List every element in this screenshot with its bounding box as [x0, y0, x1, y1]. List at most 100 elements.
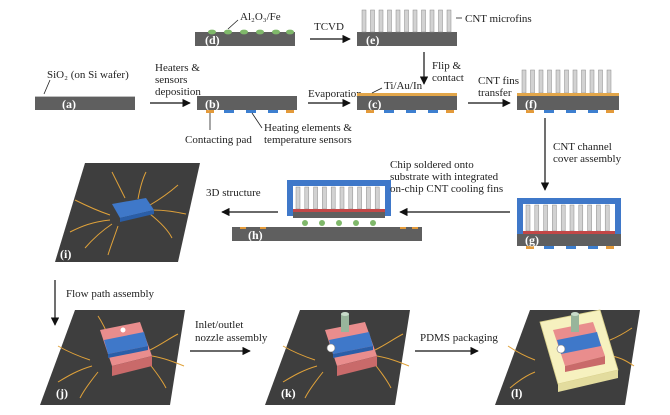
wafer-d — [195, 32, 295, 46]
cnt-microfins-label: CNT microfins — [465, 13, 532, 25]
cnt-fin — [387, 9, 392, 33]
cnt-fin — [330, 186, 336, 210]
panel-k: (k) — [265, 310, 410, 405]
panel-d: (d) Al₂O₃/Fe — [195, 11, 295, 47]
cnt-fin — [578, 204, 584, 232]
cnt-fin — [538, 69, 544, 94]
flow-path-label: Flow path assembly — [66, 288, 154, 300]
cnt-fin — [374, 186, 380, 210]
panel-a: (a) SiO₂ (on Si wafer) — [35, 69, 135, 111]
cnt-fin — [357, 186, 362, 210]
cnt-fins-e — [361, 9, 452, 33]
solder-label-1: Chip soldered onto — [390, 159, 474, 171]
panel-l: (l) — [495, 309, 640, 405]
fins-transfer-label-1: CNT fins — [478, 75, 519, 87]
panel-e: (e) CNT microfins — [357, 9, 532, 47]
panel-label-a: (a) — [62, 97, 76, 111]
wafer-f — [517, 96, 619, 110]
evaporation-label: Evaporation — [308, 88, 362, 100]
panel-label-e: (e) — [366, 33, 379, 47]
cnt-fin — [395, 9, 401, 33]
cnt-fin — [564, 69, 569, 94]
wafer-a — [35, 96, 135, 110]
cnt-fin — [370, 9, 375, 33]
cnt-fins-h — [295, 186, 380, 210]
cnt-fin — [552, 204, 557, 232]
red-layer-g — [523, 231, 615, 234]
cnt-fin — [534, 204, 540, 232]
heater-elements-c — [366, 110, 454, 113]
solder-label-2: substrate with integrated — [390, 171, 499, 183]
cnt-fins-g — [525, 204, 610, 232]
catalyst-dots — [208, 29, 294, 35]
leads-i — [69, 171, 187, 256]
heater-elements-g — [526, 246, 614, 249]
heater-elements-b — [206, 110, 294, 113]
cnt-fin — [404, 9, 409, 33]
solder-balls-h — [302, 220, 376, 226]
cnt-fin — [572, 69, 578, 94]
cover-top-g — [517, 198, 621, 204]
cnt-fin — [604, 204, 610, 232]
panel-label-d: (d) — [205, 33, 220, 47]
chip-body-h — [293, 212, 385, 218]
panel-label-j: (j) — [56, 386, 68, 400]
cnt-fin — [589, 69, 595, 94]
panel-j: (j) — [40, 310, 185, 405]
catalyst-label: Al₂O₃/Fe — [240, 11, 281, 23]
flip-label-2: contact — [432, 72, 464, 84]
chip-l — [557, 332, 601, 354]
cnt-fin — [339, 186, 345, 210]
flip-label-1: Flip & — [432, 60, 461, 72]
heater-elements-f — [526, 110, 614, 113]
cnt-fin — [521, 69, 527, 94]
metal-stack-label: Ti/Au/In — [384, 80, 423, 92]
cnt-fin — [547, 69, 552, 94]
cnt-fin — [587, 204, 592, 232]
cnt-fin — [598, 69, 603, 94]
substrate-h — [232, 227, 422, 241]
metal-layer-f — [517, 93, 619, 96]
sio2-label: SiO₂ (on Si wafer) — [47, 69, 129, 81]
cnt-fin — [421, 9, 426, 33]
cnt-fin — [525, 204, 531, 232]
leads-l — [507, 327, 635, 389]
panel-f: (f) — [517, 69, 619, 113]
cnt-fin — [366, 186, 371, 210]
cover-label-1: CNT channel — [553, 141, 612, 153]
chip-i — [112, 198, 154, 218]
heating-label-2: temperature sensors — [264, 134, 352, 146]
cnt-fin — [555, 69, 561, 94]
panel-label-c: (c) — [368, 97, 381, 111]
cnt-fin — [569, 204, 575, 232]
cnt-fin — [543, 204, 548, 232]
substrate-pads-h — [240, 227, 418, 229]
cnt-fin — [596, 204, 601, 232]
cnt-fin — [429, 9, 435, 33]
cover-top-h — [287, 180, 391, 186]
heaters-label-2: sensors — [155, 74, 187, 86]
cnt-fin — [438, 9, 443, 33]
heaters-label-3: deposition — [155, 86, 201, 98]
cnt-fin — [348, 186, 354, 210]
panel-label-g: (g) — [525, 233, 539, 247]
tcvd-label: TCVD — [314, 21, 344, 33]
panel-c: (c) Ti/Au/In — [357, 80, 457, 113]
panel-label-l: (l) — [511, 386, 522, 400]
panel-b: (b) Contacting pad Heating elements & te… — [185, 96, 352, 146]
panel-label-h: (h) — [248, 228, 263, 242]
nozzle-outlet-l — [556, 344, 566, 354]
wafer-e — [357, 32, 457, 46]
wafer-b — [197, 96, 297, 110]
chip-j — [104, 332, 148, 354]
cnt-fin — [606, 69, 612, 94]
panel-label-i: (i) — [60, 247, 71, 261]
nozzle-outlet-k — [326, 343, 336, 353]
heaters-label-1: Heaters & — [155, 62, 200, 74]
contact-pad-label: Contacting pad — [185, 134, 252, 146]
cnt-fin — [295, 186, 301, 210]
heating-label-1: Heating elements & — [264, 122, 352, 134]
wafer-g — [517, 234, 621, 246]
pdms-label: PDMS packaging — [420, 332, 498, 344]
